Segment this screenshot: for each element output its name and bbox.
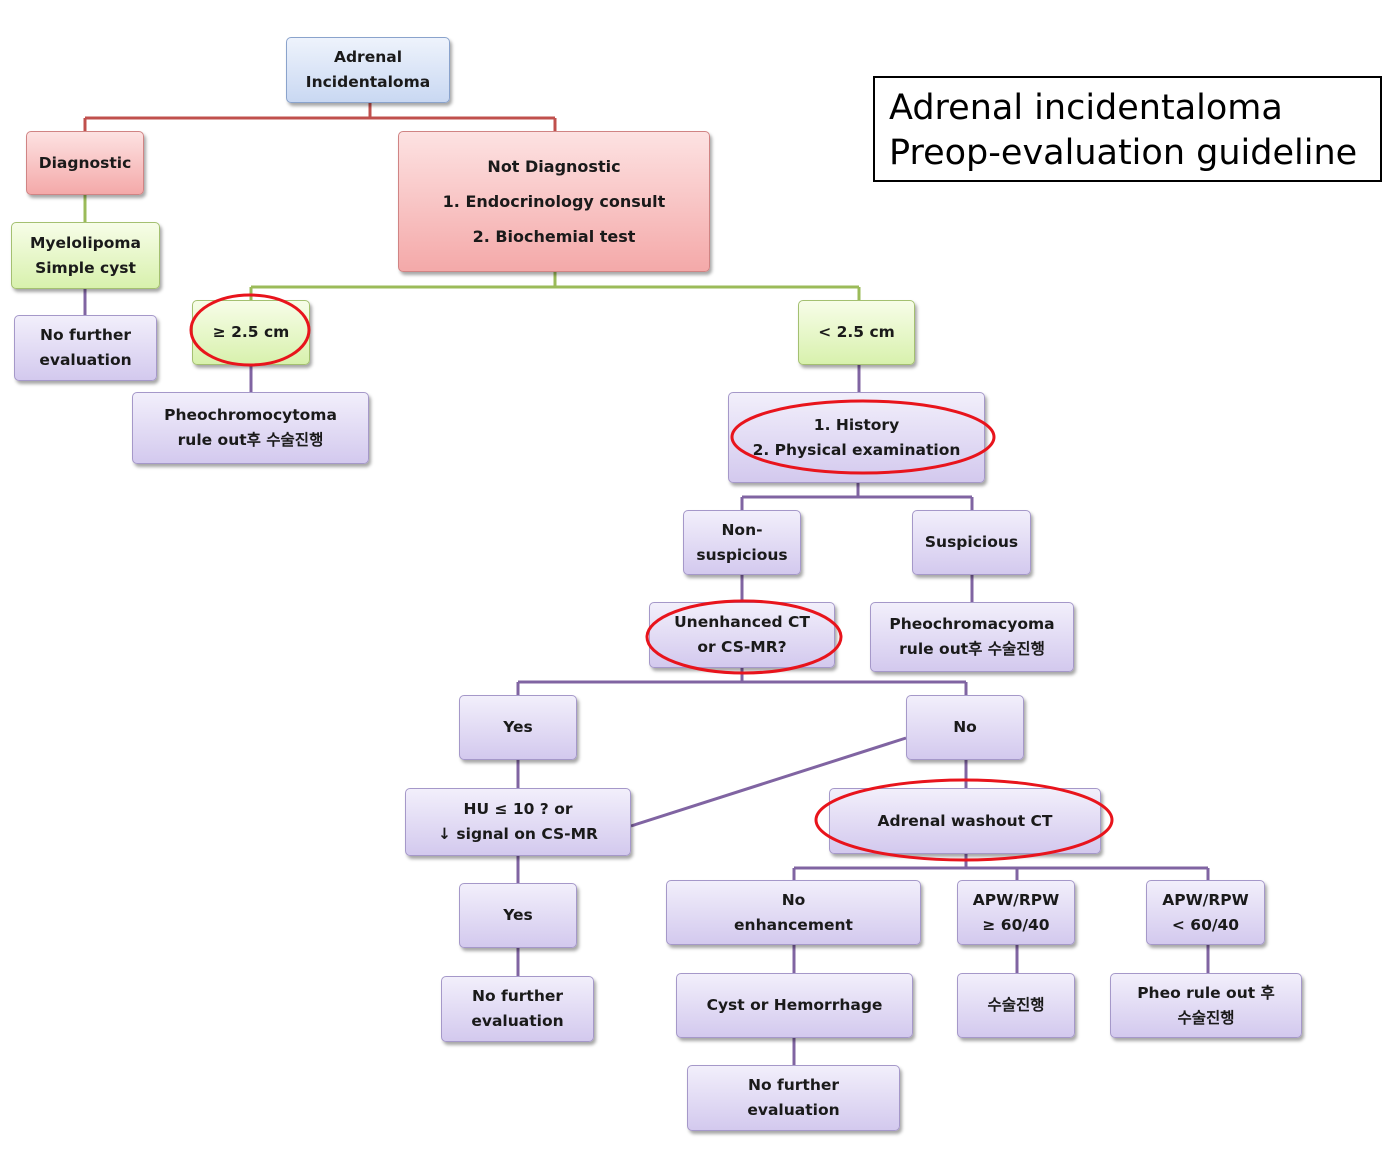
node-line: 1. Endocrinology consult [442,192,666,211]
node-no-further-evaluation-1: No further evaluation [14,315,157,381]
node-line: Incidentaloma [305,73,431,91]
node-adrenal-incidentaloma: Adrenal Incidentaloma [286,37,450,103]
node-line: Myelolipoma [30,233,141,252]
node-line: Not Diagnostic [487,157,621,176]
node-line: Pheochromacyoma [889,615,1055,633]
node-no-1: No [906,695,1024,760]
node-line: suspicious [696,545,788,564]
node-line: APW/RPW [972,890,1060,909]
node-pheochromocytoma-rule-out-left: Pheochromocytoma rule out후 수술진행 [132,392,369,464]
node-line: APW/RPW [1162,890,1249,909]
node-pheochromacyoma-rule-out-right: Pheochromacyoma rule out후 수술진행 [870,602,1074,672]
guideline-title-box: Adrenal incidentaloma Preop-evaluation g… [873,76,1382,182]
node-line: rule out후 수술진행 [177,431,324,449]
node-line: Pheo rule out 후 [1137,983,1275,1002]
node-line: ≥ 60/40 [982,915,1050,934]
node-line: 1. History [813,415,900,434]
title-line-1: Adrenal incidentaloma [889,88,1283,128]
node-line: Yes [503,906,533,924]
node-not-diagnostic: Not Diagnostic 1. Endocrinology consult … [398,131,710,272]
node-line: No [781,890,806,909]
title-line-2: Preop-evaluation guideline [889,133,1358,173]
node-line: < 60/40 [1171,915,1240,934]
node-lt-2-5-cm: < 2.5 cm [798,300,915,365]
node-non-suspicious: Non- suspicious [683,510,801,575]
node-line: evaluation [39,351,132,369]
node-yes-1: Yes [459,695,577,760]
node-no-enhancement: No enhancement [666,880,921,945]
node-line: enhancement [734,915,853,934]
node-line: or CS-MR? [697,638,787,656]
node-line: rule out후 수술진행 [899,640,1045,658]
node-line: Adrenal [333,48,403,66]
node-line: Yes [503,718,533,736]
node-hu-signal: HU ≤ 10 ? or ↓ signal on CS-MR [405,788,631,856]
node-ge-2-5-cm: ≥ 2.5 cm [192,300,310,365]
node-line: Adrenal washout CT [877,811,1053,830]
node-line: 2. Biochemial test [472,227,636,246]
node-line: Non- [721,520,763,539]
node-line: 수술진행 [987,996,1045,1014]
node-myelolipoma-simple-cyst: Myelolipoma Simple cyst [11,222,160,289]
node-line: No further [747,1076,840,1094]
node-line: Cyst or Hemorrhage [706,996,883,1014]
node-line: No [953,718,977,736]
node-cyst-or-hemorrhage: Cyst or Hemorrhage [676,973,913,1038]
node-line: evaluation [747,1101,840,1119]
node-surgery: 수술진행 [957,973,1075,1038]
node-no-further-evaluation-2: No further evaluation [441,976,594,1042]
node-history-physical-exam: 1. History 2. Physical examination [728,392,985,483]
node-line: ↓ signal on CS-MR [438,825,598,843]
node-line: HU ≤ 10 ? or [463,800,573,818]
node-pheo-rule-out-surgery: Pheo rule out 후 수술진행 [1110,973,1302,1038]
node-yes-2: Yes [459,883,577,948]
node-line: evaluation [471,1012,564,1030]
node-line: Diagnostic [38,153,132,172]
node-unenhanced-ct: Unenhanced CT or CS-MR? [649,602,835,668]
node-apw-rpw-ge: APW/RPW ≥ 60/40 [957,880,1075,945]
node-line: No further [39,326,132,344]
node-line: < 2.5 cm [818,323,895,341]
node-line: 수술진행 [1177,1008,1235,1027]
node-line: 2. Physical examination [752,440,961,459]
node-adrenal-washout-ct: Adrenal washout CT [829,788,1101,854]
node-suspicious: Suspicious [912,510,1031,575]
node-line: Suspicious [924,533,1019,551]
node-line: Simple cyst [35,258,136,277]
node-line: ≥ 2.5 cm [212,323,290,341]
node-no-further-evaluation-3: No further evaluation [687,1065,900,1131]
node-line: Unenhanced CT [674,613,810,631]
node-line: Pheochromocytoma [164,406,337,424]
node-diagnostic: Diagnostic [26,131,144,195]
node-line: No further [471,987,564,1005]
node-apw-rpw-lt: APW/RPW < 60/40 [1146,880,1265,945]
